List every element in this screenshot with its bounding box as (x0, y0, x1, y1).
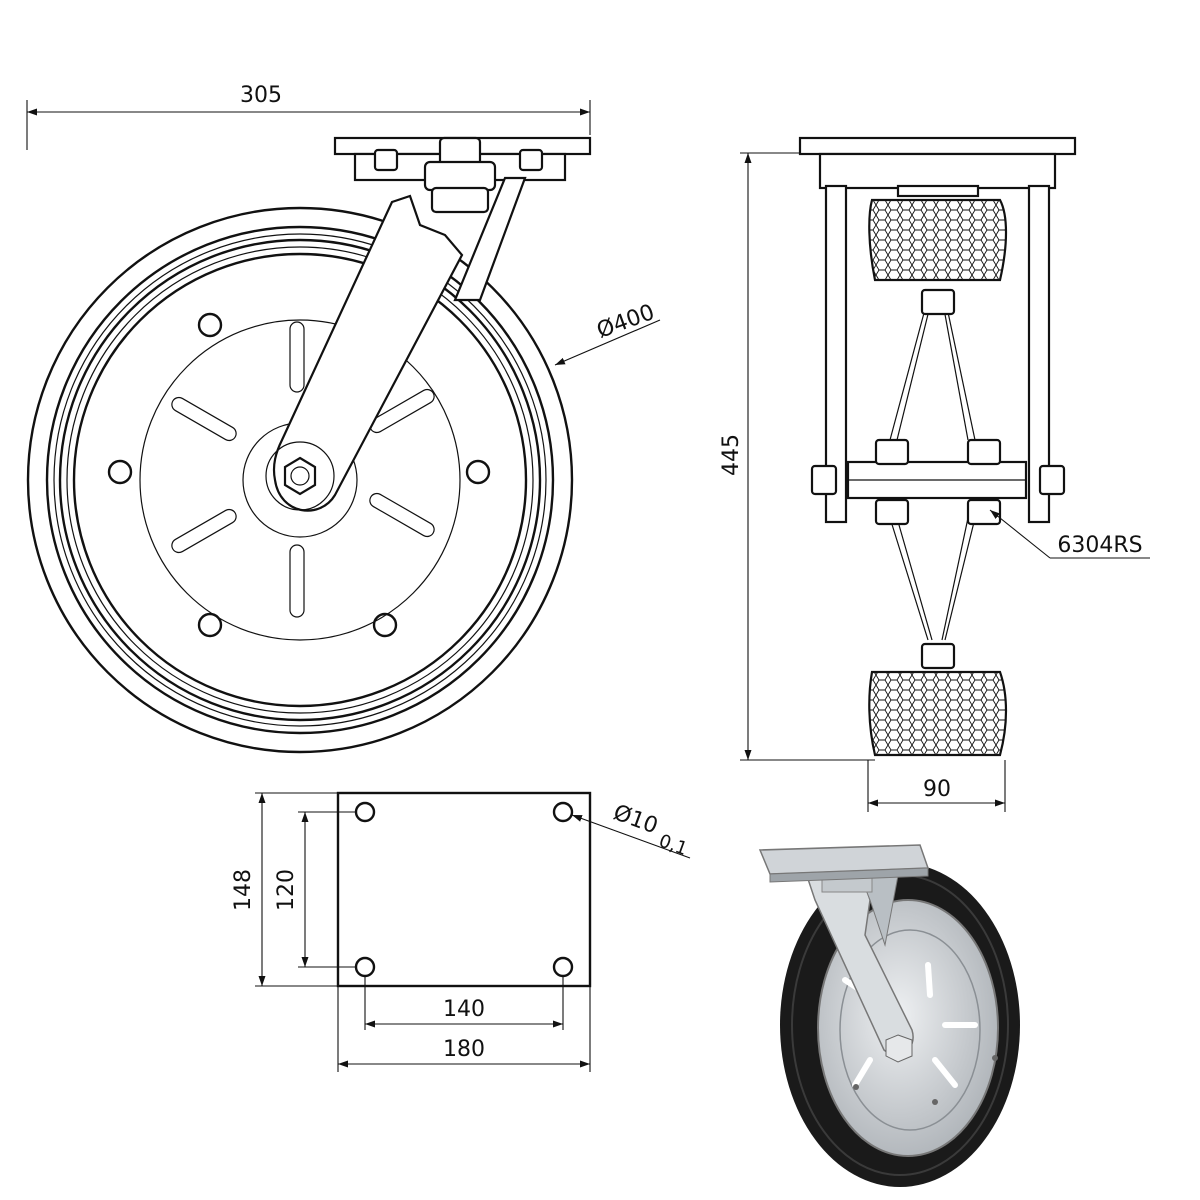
label-plate-width: 180 (443, 1037, 485, 1062)
side-view (798, 136, 1077, 757)
svg-text:Ø10 0,1: Ø10 0,1 (607, 800, 695, 860)
label-wheel-diameter: Ø400 (594, 300, 658, 344)
label-overall-height: 445 (719, 434, 744, 476)
front-view (26, 136, 592, 754)
label-hole-diameter: Ø10 (610, 800, 661, 839)
dim-bearing: 6304RS (989, 509, 1150, 559)
label-wheel-width: 90 (923, 777, 951, 802)
dim-overall-width: 305 (26, 83, 591, 150)
label-plate-height: 148 (231, 869, 256, 911)
label-overall-width: 305 (240, 83, 282, 108)
label-bearing: 6304RS (1057, 533, 1142, 558)
dim-hole-spacing-height: 120 (274, 811, 356, 968)
dim-wheel-width: 90 (867, 760, 1006, 812)
label-hole-spacing-width: 140 (443, 997, 485, 1022)
dim-plate-width: 180 (337, 986, 591, 1072)
label-hole-spacing-height: 120 (274, 869, 299, 911)
label-hole-tolerance: 0,1 (656, 830, 690, 860)
dim-hole-spacing-width: 140 (364, 976, 564, 1030)
castor-wheel-photo (758, 844, 1020, 1187)
top-plate-view (336, 791, 592, 988)
dim-overall-height: 445 (719, 152, 875, 761)
dim-plate-height: 148 (231, 792, 338, 987)
dim-wheel-diameter: Ø400 (554, 300, 661, 366)
